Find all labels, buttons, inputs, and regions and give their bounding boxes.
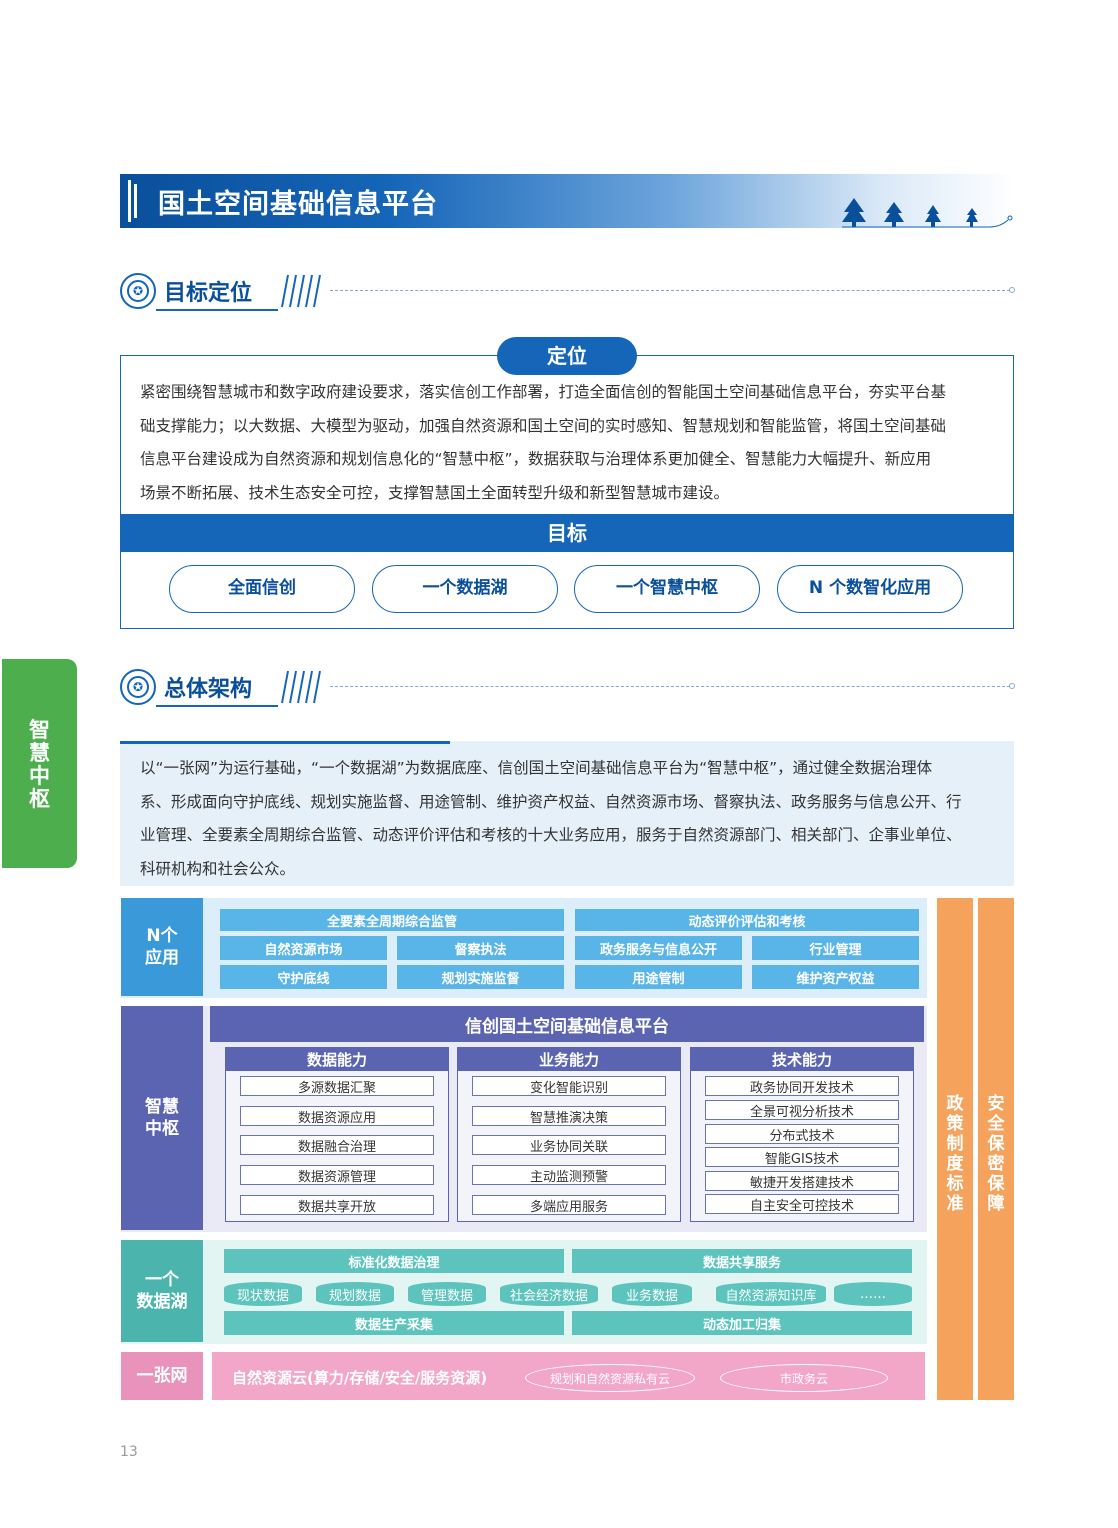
page-title: 国土空间基础信息平台 — [158, 189, 438, 220]
goals-label: 目标 — [121, 514, 1013, 552]
description-accent-line — [120, 741, 450, 744]
platform-title: 信创国土空间基础信息平台 — [210, 1006, 924, 1042]
policy-pillar-label: 政策制度标准 — [946, 1094, 964, 1214]
end-dot — [1009, 683, 1015, 689]
capability-item: 数据资源管理 — [240, 1165, 434, 1185]
capability-item: 多源数据汇聚 — [240, 1076, 434, 1096]
capability-item: 全景可视分析技术 — [705, 1100, 899, 1120]
slash-decoration-icon — [281, 670, 321, 704]
goal-item: 全面信创 — [169, 565, 355, 613]
app-cell: 政务服务与信息公开 — [575, 936, 742, 960]
section-heading-architecture: ✪ 总体架构 — [120, 667, 1015, 707]
label-line: 应用 — [145, 948, 179, 968]
text-line: 础支撑能力；以大数据、大模型为驱动，加强自然资源和国土空间的实时感知、智慧规划和… — [140, 416, 947, 435]
banner-accent-bar — [134, 184, 137, 218]
lake-cell: 动态加工归集 — [572, 1311, 912, 1335]
policy-pillar: 政策制度标准 — [937, 898, 973, 1400]
trees-icon — [842, 198, 1013, 228]
text-line: 场景不断拓展、技术生态安全可控，支撑智慧国土全面转型升级和新型智慧城市建设。 — [140, 483, 730, 502]
page-number: 13 — [120, 1444, 138, 1460]
badge-icon: ✪ — [120, 273, 156, 309]
capability-item: 自主安全可控技术 — [705, 1194, 899, 1214]
section-underline — [156, 705, 278, 707]
capability-item: 分布式技术 — [705, 1124, 899, 1144]
text-line: 科研机构和社会公众。 — [140, 859, 296, 878]
app-cell: 督察执法 — [397, 936, 564, 960]
goal-item: 一个数据湖 — [372, 565, 558, 613]
cloud-government: 市政务云 — [720, 1364, 888, 1392]
slash-decoration-icon — [281, 274, 321, 308]
database-drum: 自然资源知识库 — [716, 1282, 826, 1306]
goal-item: N 个数智化应用 — [777, 565, 963, 613]
label-line: 一个 — [145, 1270, 179, 1290]
dashed-line — [330, 290, 1010, 291]
architecture-description-bg — [120, 741, 1014, 886]
security-pillar-label: 安全保密保障 — [987, 1094, 1005, 1214]
app-cell: 维护资产权益 — [752, 965, 919, 989]
capability-item: 业务协同关联 — [472, 1135, 666, 1155]
database-drum: 业务数据 — [612, 1282, 692, 1306]
architecture-text: 以“一张网”为运行基础，“一个数据湖”为数据底座、信创国土空间基础信息平台为“智… — [140, 752, 998, 886]
banner-accent-bar — [120, 174, 124, 228]
text-line: 业管理、全要素全周期综合监管、动态评价评估和考核的十大业务应用，服务于自然资源部… — [140, 826, 962, 844]
badge-icon: ✪ — [120, 669, 156, 705]
capability-item: 智能GIS技术 — [705, 1147, 899, 1167]
side-chapter-tab[interactable]: 智慧中枢 — [2, 659, 77, 868]
capability-item: 数据共享开放 — [240, 1195, 434, 1215]
database-drum: 现状数据 — [224, 1282, 302, 1306]
label-line: 智慧 — [145, 1097, 179, 1117]
net-layer-label: 一张网 — [121, 1352, 203, 1400]
cloud-private: 规划和自然资源私有云 — [525, 1364, 695, 1392]
capability-item: 数据融合治理 — [240, 1135, 434, 1155]
label-line: N个 — [146, 926, 178, 946]
app-cell: 守护底线 — [220, 965, 387, 989]
dashed-line — [330, 686, 1010, 687]
section-title: 总体架构 — [164, 677, 253, 702]
text-line: 信息平台建设成为自然资源和规划信息化的“智慧中枢”，数据获取与治理体系更加健全、… — [140, 450, 932, 468]
positioning-label: 定位 — [497, 337, 637, 375]
capability-title: 业务能力 — [457, 1047, 681, 1071]
lake-cell: 标准化数据治理 — [224, 1249, 564, 1273]
app-cell: 规划实施监督 — [397, 965, 564, 989]
side-tab-label: 智慧中枢 — [29, 718, 50, 811]
section-underline — [156, 309, 278, 311]
capability-item: 政务协同开发技术 — [705, 1076, 899, 1096]
lake-layer-label: 一个 数据湖 — [121, 1240, 203, 1342]
label-line: 中枢 — [145, 1119, 179, 1139]
capability-title: 技术能力 — [690, 1047, 914, 1071]
apps-layer-label: N个 应用 — [121, 898, 203, 996]
title-banner: 国土空间基础信息平台 — [120, 174, 1014, 228]
lake-cell: 数据生产采集 — [224, 1311, 564, 1335]
lake-cell: 数据共享服务 — [572, 1249, 912, 1273]
app-cell: 用途管制 — [575, 965, 742, 989]
database-drum: 规划数据 — [316, 1282, 394, 1306]
goal-item: 一个智慧中枢 — [574, 565, 760, 613]
capability-item: 变化智能识别 — [472, 1076, 666, 1096]
banner-accent-bar — [128, 180, 131, 222]
capability-item: 数据资源应用 — [240, 1106, 434, 1126]
security-pillar: 安全保密保障 — [978, 898, 1014, 1400]
text-line: 紧密围绕智慧城市和数字政府建设要求，落实信创工作部署，打造全面信创的智能国土空间… — [140, 383, 947, 401]
capability-item: 智慧推演决策 — [472, 1106, 666, 1126]
capability-item: 主动监测预警 — [472, 1165, 666, 1185]
database-drum: …… — [834, 1282, 912, 1306]
capability-title: 数据能力 — [225, 1047, 449, 1071]
app-cell: 行业管理 — [752, 936, 919, 960]
capability-item: 多端应用服务 — [472, 1195, 666, 1215]
section-heading-goals: ✪ 目标定位 — [120, 271, 1015, 311]
positioning-text: 紧密围绕智慧城市和数字政府建设要求，落实信创工作部署，打造全面信创的智能国土空间… — [140, 376, 998, 510]
app-cell: 自然资源市场 — [220, 936, 387, 960]
section-title: 目标定位 — [164, 281, 253, 306]
text-line: 系、形成面向守护底线、规划实施监督、用途管制、维护资产权益、自然资源市场、督察执… — [140, 792, 962, 811]
database-drum: 管理数据 — [408, 1282, 486, 1306]
app-cell: 全要素全周期综合监管 — [220, 909, 564, 931]
hub-layer-label: 智慧 中枢 — [121, 1006, 203, 1230]
text-line: 以“一张网”为运行基础，“一个数据湖”为数据底座、信创国土空间基础信息平台为“智… — [140, 759, 933, 777]
label-line: 数据湖 — [136, 1292, 188, 1312]
end-dot — [1009, 287, 1015, 293]
capability-item: 敏捷开发搭建技术 — [705, 1171, 899, 1191]
app-cell: 动态评价评估和考核 — [575, 909, 919, 931]
database-drum: 社会经济数据 — [500, 1282, 598, 1306]
net-main-text: 自然资源云(算力/存储/安全/服务资源) — [232, 1368, 488, 1387]
